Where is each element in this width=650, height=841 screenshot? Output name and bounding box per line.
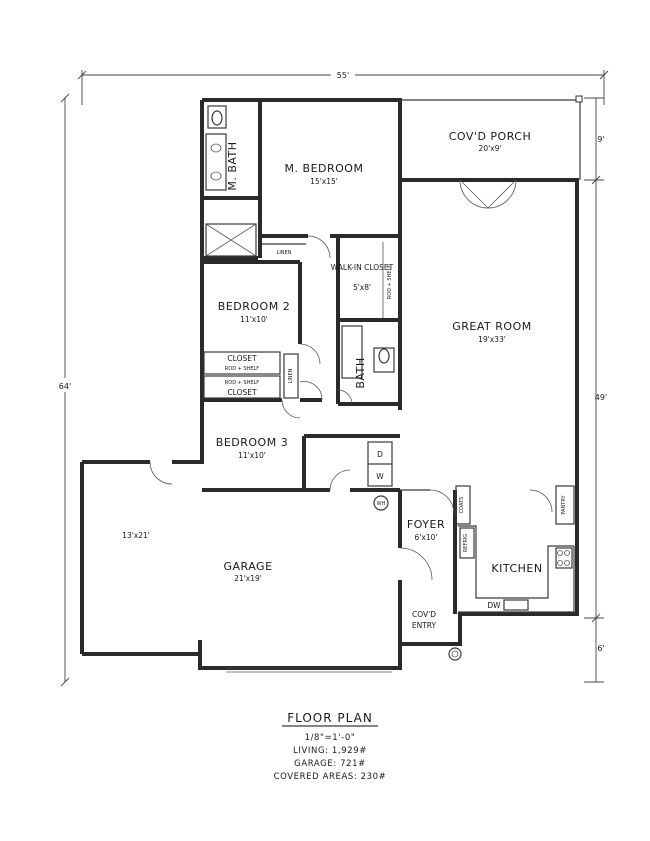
garage-size: 21'x19' [234,574,262,583]
great-room-size: 19'x33' [478,335,506,344]
bedroom-3-label: BEDROOM 3 [216,436,288,449]
refrig-label: REFRIG [463,534,469,552]
coats-label: COATS [459,497,465,514]
cov-entry-label-1: COV'D [412,610,436,619]
bedroom-2-size: 11'x10' [240,315,268,324]
bath-label: BATH [354,357,367,388]
garage-label: GARAGE [223,560,272,573]
master-bedroom-size: 15'x15' [310,177,338,186]
doors [149,179,553,581]
caption-scale: 1/8"=1'-0" [305,733,356,743]
master-bath-label: M. BATH [226,141,239,190]
garage-alt-size: 13'x21' [122,531,150,540]
dishwasher-label: DW [487,601,501,610]
dim-overall-depth: 64' [59,382,71,391]
dim-entry-depth: 6' [597,644,604,653]
dim-main-depth: 49' [595,393,607,402]
closet-2-shelf: ROD + SHELF [225,366,260,372]
caption-living: LIVING: 1,929# [293,746,367,756]
closet-3-shelf: ROD + SHELF [225,380,260,386]
foyer-label: FOYER [407,518,445,531]
caption-title: FLOOR PLAN [287,711,373,725]
master-bedroom-label: M. BEDROOM [285,162,364,175]
washer-label: W [376,472,384,481]
caption-covered: COVERED AREAS: 230# [274,772,387,782]
fixtures [205,105,462,661]
interior-walls [202,100,575,673]
bedroom-3-size: 11'x10' [238,451,266,460]
porch-size: 20'x9' [479,144,502,153]
walk-in-shelf-label: ROD + SHELF [387,265,393,300]
kitchen-label: KITCHEN [491,562,542,575]
dim-porch-depth: 9' [597,135,604,144]
great-room-label: GREAT ROOM [452,320,531,333]
linen-label-2: LINEN [288,368,294,383]
pantry-label: PANTRY [561,494,567,514]
dryer-label: D [377,450,383,459]
caption-garage: GARAGE: 721# [294,759,366,769]
porch-label: COV'D PORCH [449,130,532,143]
water-heater-label: WH [377,501,386,507]
walk-in-closet-size: 5'x8' [353,283,371,292]
plan-caption: FLOOR PLAN 1/8"=1'-0" LIVING: 1,929# GAR… [274,711,387,782]
bedroom-2-label: BEDROOM 2 [218,300,290,313]
closet-2-label: CLOSET [227,354,257,363]
linen-label-1: LINEN [277,250,292,256]
walk-in-closet-label: WALK-IN CLOSET [331,263,394,272]
foyer-size: 6'x10' [415,533,438,542]
dim-overall-width: 55' [337,71,349,80]
closet-3-label: CLOSET [227,388,257,397]
cov-entry-label-2: ENTRY [412,621,437,630]
